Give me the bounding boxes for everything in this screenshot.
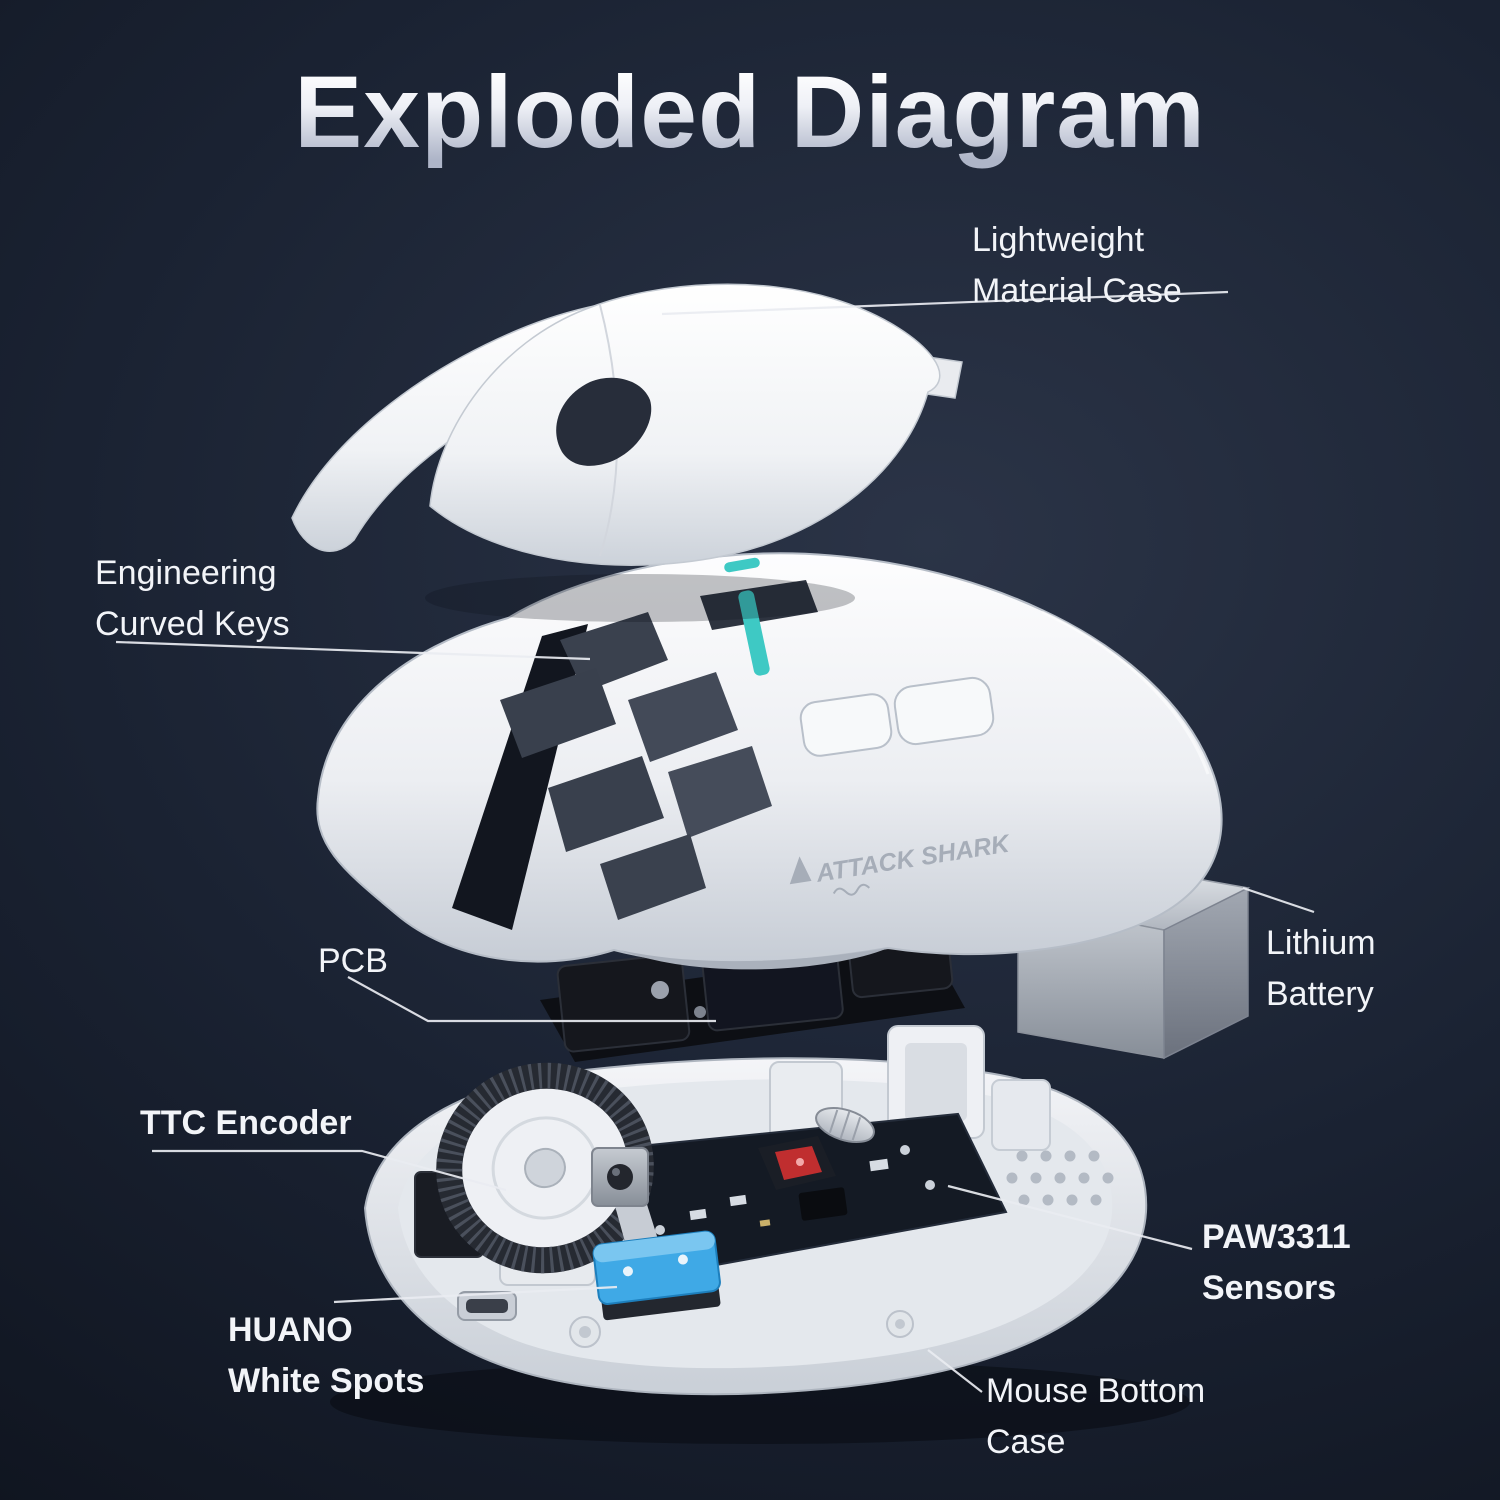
callout-line: Lightweight (972, 221, 1145, 259)
callout-mouse-bottom-case: Mouse Bottom Case (986, 1366, 1205, 1468)
screw-post-hole (895, 1319, 905, 1329)
rgb-accent-strip (724, 557, 760, 573)
leader-paw3311 (947, 1184, 1193, 1251)
inductor-coil (815, 1106, 875, 1144)
switch-top-face (593, 1231, 715, 1263)
wheel-slot-cutout (700, 580, 818, 630)
page-title: Exploded Diagram (0, 54, 1500, 171)
honeycomb-cutout (548, 756, 664, 852)
callout-line: Lithium (1266, 924, 1376, 962)
case-side-wall (991, 1079, 1051, 1151)
callout-pcb: PCB (318, 936, 388, 987)
leader-lithium-battery (1242, 886, 1315, 914)
shell-main-body (429, 283, 941, 566)
encoder-aperture (607, 1164, 633, 1190)
callout-line: PCB (318, 942, 388, 980)
smd-component (869, 1158, 889, 1172)
lens-highlight (796, 1158, 804, 1166)
ic-chip (798, 1187, 848, 1221)
callout-line: PAW3311 (1202, 1218, 1351, 1256)
callout-line: Material Case (972, 272, 1182, 310)
shark-mark-icon (789, 856, 812, 885)
leader-huano (333, 1285, 618, 1304)
callout-line: Case (986, 1423, 1066, 1461)
frame-highlight (1041, 610, 1210, 775)
shell-slot-cutout (556, 377, 652, 466)
switch-pin (622, 1266, 633, 1277)
rgb-accent-bar (738, 590, 770, 676)
leader-bottom-case (927, 1349, 983, 1393)
callout-lines (115, 290, 1315, 1393)
metal-post (651, 981, 669, 999)
mouse-top-shell (291, 283, 963, 566)
screw-post-hole (579, 1326, 591, 1338)
side-button-1 (799, 693, 893, 757)
callout-line: White Spots (228, 1362, 425, 1400)
callout-lithium-battery: Lithium Battery (1266, 918, 1376, 1020)
callout-ttc-encoder: TTC Encoder (140, 1098, 352, 1149)
leader-lightweight-case (661, 290, 1229, 316)
callout-engineering-curved-keys: Engineering Curved Keys (95, 548, 290, 650)
honeycomb-cutout (628, 672, 738, 762)
callout-line: Battery (1266, 975, 1374, 1013)
callout-line: Mouse Bottom (986, 1372, 1206, 1410)
battery-compartment-inner (905, 1043, 967, 1121)
wheel-knurling (436, 1062, 654, 1274)
logo-squiggle (832, 883, 870, 896)
mouse-mid-frame: ATTACK SHARK (316, 552, 1223, 970)
ground-shadow (330, 1360, 1190, 1444)
honeycomb-cutout (668, 746, 772, 838)
frame-skirt-shade (620, 948, 888, 970)
wheel-hub (524, 1147, 566, 1189)
huano-switch (592, 1230, 721, 1321)
leader-pcb (347, 976, 716, 1023)
usb-port (457, 1291, 517, 1321)
switch-pin (677, 1254, 688, 1265)
metal-post (694, 1006, 706, 1018)
callout-line: Curved Keys (95, 605, 290, 643)
paw3311-sensor-lens (758, 1136, 836, 1190)
battery-side-face (1163, 886, 1249, 1060)
usb-opening (466, 1299, 508, 1313)
switch-box (556, 953, 691, 1053)
leader-ttc-encoder (152, 1149, 507, 1192)
callout-line: Sensors (1202, 1269, 1337, 1307)
solder-pad (925, 1180, 935, 1190)
solder-pad (900, 1145, 910, 1155)
vent-hole-grid (1006, 1150, 1114, 1206)
callout-huano-white-spots: HUANO White Spots (228, 1305, 424, 1407)
side-button-2 (893, 676, 995, 746)
honeycomb-cutout (500, 668, 616, 758)
smd-component (689, 1208, 707, 1221)
scroll-wheel (436, 1062, 654, 1274)
callout-line: TTC Encoder (140, 1104, 352, 1142)
honeycomb-cutout (600, 834, 706, 920)
solder-pad (655, 1225, 665, 1235)
leader-curved-keys (115, 640, 591, 661)
callout-line: Engineering (95, 554, 277, 592)
encoder-highlight (612, 1168, 620, 1176)
callout-lightweight-material-case: Lightweight Material Case (972, 215, 1182, 317)
callout-line: HUANO (228, 1311, 353, 1349)
callout-paw3311-sensors: PAW3311 Sensors (1202, 1212, 1351, 1314)
shell-shadow (425, 574, 855, 622)
gold-pad (759, 1219, 771, 1227)
smd-component (729, 1194, 747, 1207)
